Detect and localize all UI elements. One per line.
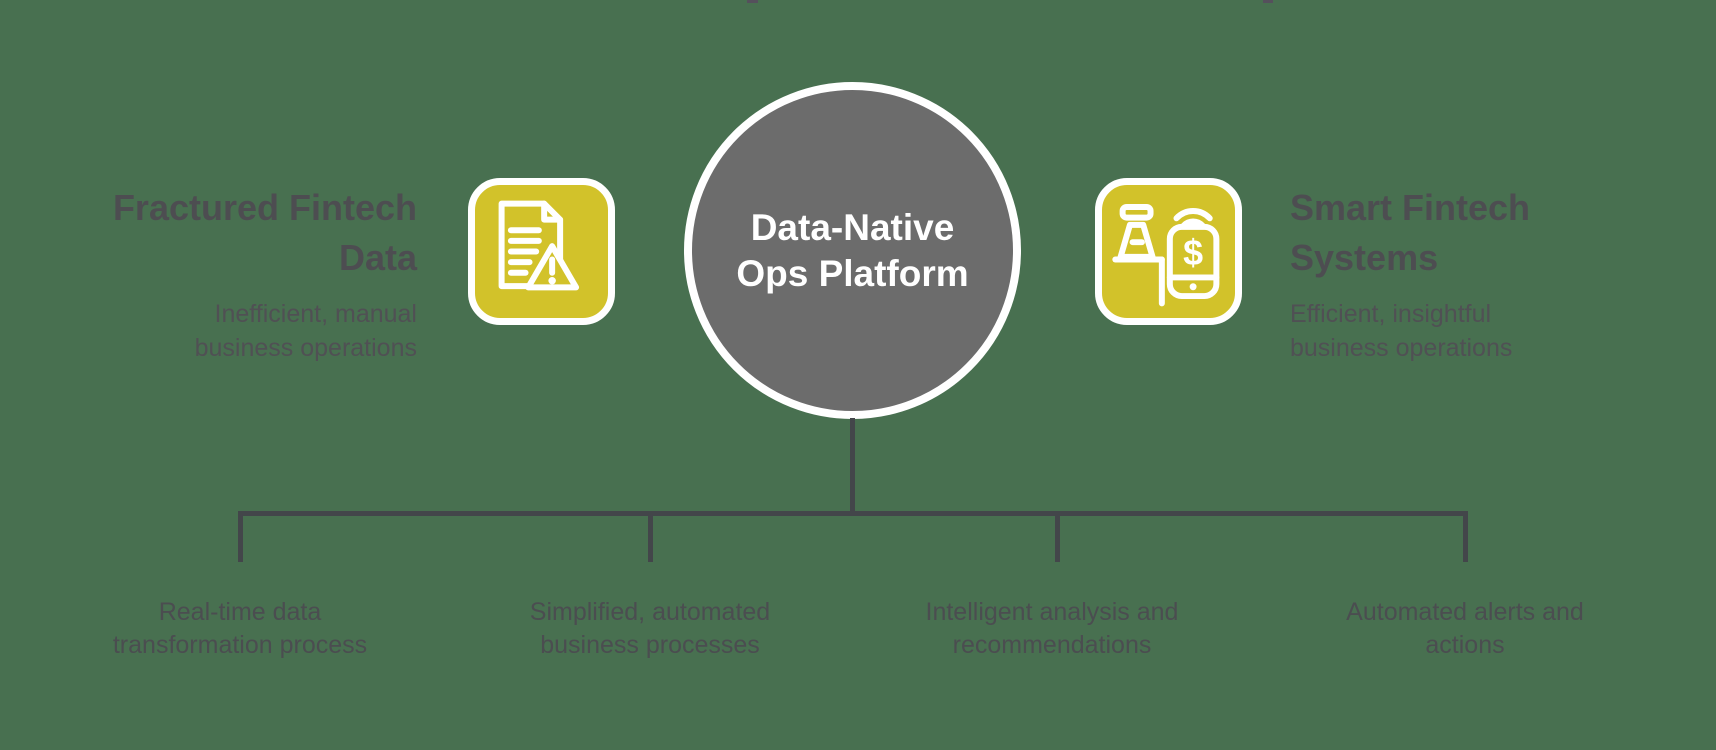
connector-stem [850,418,855,513]
connector-tick [1463,511,1468,562]
branch-label-line: transformation process [112,631,368,659]
left-title: Fractured Fintech Data [67,183,417,283]
left-title-line: Fractured Fintech [112,187,417,228]
central-node: Data-Native Ops Platform [684,82,1021,419]
branch-label: Real-time data transformation process [40,596,440,662]
branch-label-line: actions [1425,631,1505,659]
register-phone-payment-icon: $ [1095,178,1242,325]
central-node-label-line: Data-Native [750,206,955,248]
branch-label: Simplified, automated business processes [450,596,850,662]
branch-label-line: recommendations [952,631,1152,659]
branch-label: Automated alerts and actions [1265,596,1665,662]
dollar-sign: $ [1183,232,1203,273]
register-phone-payment-glyph: $ [1112,203,1220,307]
right-title: Smart Fintech Systems [1290,183,1640,283]
central-node-label-line: Ops Platform [736,252,969,294]
branch-label-line: business processes [540,631,760,659]
connector-tick [648,511,653,562]
left-subtitle-line: Inefficient, manual [214,300,417,328]
branch-label-line: Simplified, automated [529,598,771,626]
branch-label-line: Automated alerts and [1346,598,1584,626]
branch-label-line: Intelligent analysis and [925,598,1179,626]
cropped-text-artifact [747,0,758,3]
left-subtitle: Inefficient, manual business operations [67,297,417,365]
left-title-line: Data [338,237,417,278]
document-warning-icon [468,178,615,325]
branch-label-line: Real-time data [158,598,322,626]
connector-tick [238,511,243,562]
cropped-text-artifact [1263,0,1273,3]
connector-tick [1055,511,1060,562]
document-warning-glyph [498,200,580,291]
right-title-line: Smart Fintech [1290,187,1531,228]
right-subtitle-line: Efficient, insightful [1290,300,1492,328]
right-subtitle: Efficient, insightful business operation… [1290,297,1640,365]
branch-label: Intelligent analysis and recommendations [852,596,1252,662]
right-subtitle-line: business operations [1290,334,1513,362]
left-subtitle-line: business operations [194,334,417,362]
right-title-line: Systems [1290,237,1439,278]
connector-horizontal-line [238,511,1468,516]
